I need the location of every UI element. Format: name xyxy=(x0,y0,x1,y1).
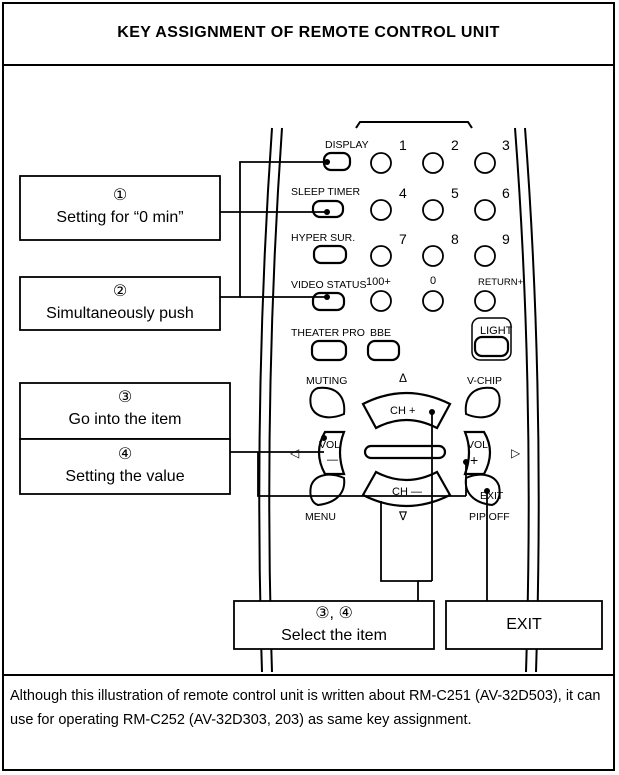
digit-1-button[interactable] xyxy=(370,152,392,174)
exit-callout-box xyxy=(445,600,603,650)
digit-1-label: 1 xyxy=(399,137,407,153)
callout-1-text: Setting for “0 min” xyxy=(56,209,184,226)
callout-34: ③, ④ Select the item xyxy=(234,603,434,647)
digit-4-button[interactable] xyxy=(370,199,392,221)
callout-1: ① Setting for “0 min” xyxy=(20,185,220,229)
exit-pip-off-button[interactable] xyxy=(464,473,501,507)
sleep-timer-button[interactable] xyxy=(311,199,345,219)
v-chip-label: V-CHIP xyxy=(467,375,502,387)
vol-plus-label: VOL xyxy=(467,439,488,451)
digit-6-button[interactable] xyxy=(474,199,496,221)
digit-2-label: 2 xyxy=(451,137,459,153)
sleep-timer-label: SLEEP TIMER xyxy=(291,186,360,198)
muting-button[interactable] xyxy=(309,386,346,419)
digit-8-label: 8 xyxy=(451,231,459,247)
bbe-button[interactable] xyxy=(366,339,401,362)
digit-3-button[interactable] xyxy=(474,152,496,174)
vol-plus-sign: + xyxy=(470,452,478,468)
callout-34-text: Select the item xyxy=(281,627,387,644)
ch-minus-label: CH — xyxy=(392,486,422,498)
digit-7-button[interactable] xyxy=(370,245,392,267)
callout-1-number: ① xyxy=(112,187,128,204)
callout-4: ④ Setting the value xyxy=(20,444,230,488)
menu-button[interactable] xyxy=(309,473,346,507)
digit-8-button[interactable] xyxy=(422,245,444,267)
light-label: LIGHT xyxy=(480,325,513,337)
vol-right-arrow: ▷ xyxy=(511,446,521,460)
vol-plus-button[interactable] xyxy=(463,430,492,476)
callout-1-box xyxy=(19,175,221,241)
digit-6-label: 6 xyxy=(502,185,510,201)
return-plus-label: RETURN+ xyxy=(478,277,524,288)
video-status-label: VIDEO STATUS xyxy=(291,279,366,291)
theater-pro-label: THEATER PRO xyxy=(291,327,365,339)
digit-3-label: 3 xyxy=(502,137,510,153)
zero-label: 0 xyxy=(430,275,436,287)
hyper-sur-button[interactable] xyxy=(312,244,348,265)
callout-2-text: Simultaneously push xyxy=(46,305,194,322)
leader-lines xyxy=(220,161,488,601)
exit-callout-text: EXIT xyxy=(506,616,542,633)
ch-plus-label: CH + xyxy=(390,405,415,417)
callout-2: ② Simultaneously push xyxy=(20,281,220,325)
digit-5-button[interactable] xyxy=(422,199,444,221)
callout-34-box xyxy=(233,600,435,650)
pip-off-label: PIP OFF xyxy=(469,511,510,523)
display-label: DISPLAY xyxy=(325,139,369,151)
hyper-sur-label: HYPER SUR. xyxy=(291,232,355,244)
digit-5-label: 5 xyxy=(451,185,459,201)
light-button-frame xyxy=(471,317,512,361)
digit-9-button[interactable] xyxy=(474,245,496,267)
vol-left-arrow: ◁ xyxy=(289,446,299,460)
callout-4-text: Setting the value xyxy=(65,468,185,485)
digit-9-label: 9 xyxy=(502,231,510,247)
center-bar xyxy=(363,444,447,460)
callout-4-box xyxy=(19,438,231,495)
muting-label: MUTING xyxy=(306,375,347,387)
callout-34-number: ③, ④ xyxy=(315,605,353,622)
page-title: KEY ASSIGNMENT OF REMOTE CONTROL UNIT xyxy=(2,2,615,66)
digit-4-label: 4 xyxy=(399,185,407,201)
hundred-plus-button[interactable] xyxy=(370,290,392,312)
vol-minus-label: VOL xyxy=(319,439,340,451)
menu-label: MENU xyxy=(305,511,336,523)
ch-down-arrow: ∇ xyxy=(398,509,408,523)
ch-plus-button[interactable] xyxy=(361,391,452,430)
exit-remote-label: EXIT xyxy=(480,490,504,502)
leader-dots xyxy=(321,159,490,494)
digit-7-label: 7 xyxy=(399,231,407,247)
callout-2-box xyxy=(19,276,221,331)
v-chip-button[interactable] xyxy=(464,386,501,419)
ch-up-arrow: Δ xyxy=(399,371,407,385)
callout-3-number: ③ xyxy=(117,389,133,406)
footnote: Although this illustration of remote con… xyxy=(2,674,615,771)
bbe-label: BBE xyxy=(370,327,391,339)
callout-4-number: ④ xyxy=(117,446,133,463)
vol-minus-button[interactable] xyxy=(317,430,346,476)
exit-callout: EXIT xyxy=(446,613,602,637)
theater-pro-button[interactable] xyxy=(310,339,348,362)
callout-3-text: Go into the item xyxy=(68,411,182,428)
digit-2-button[interactable] xyxy=(422,152,444,174)
vol-minus-sign: — xyxy=(327,454,338,466)
zero-button[interactable] xyxy=(422,290,444,312)
remote-body-outline xyxy=(258,121,540,673)
callout-3: ③ Go into the item xyxy=(20,387,230,431)
return-plus-button[interactable] xyxy=(474,290,496,312)
callout-2-number: ② xyxy=(112,283,128,300)
hundred-plus-label: 100+ xyxy=(366,276,391,288)
light-button[interactable] xyxy=(473,335,510,358)
ch-minus-button[interactable] xyxy=(361,470,452,508)
